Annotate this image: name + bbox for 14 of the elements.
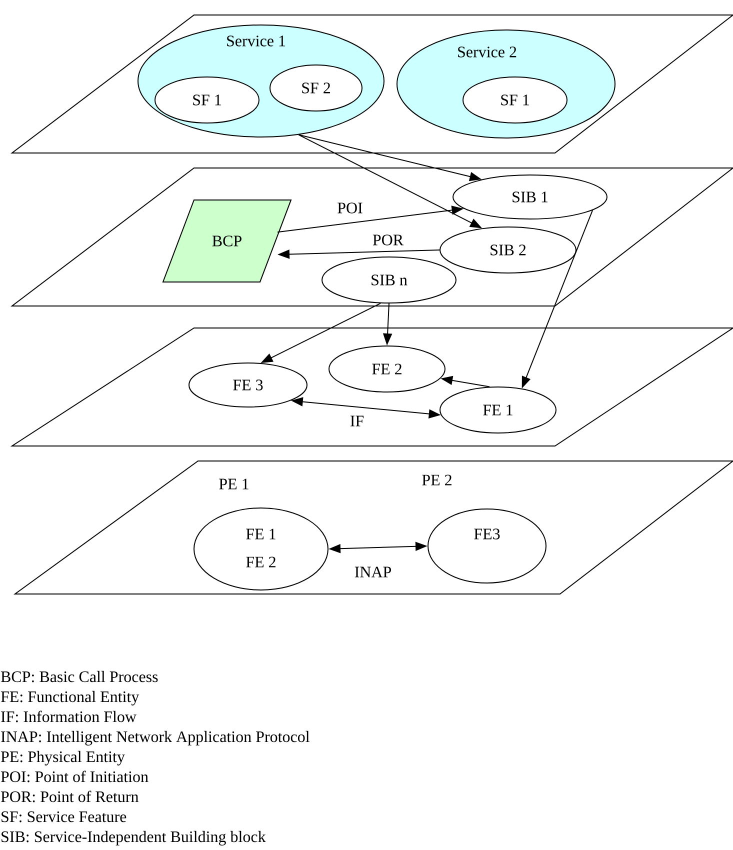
legend-entry: FE: Functional Entity (0, 690, 140, 706)
legend-entry: SIB: Service-Independent Building block (2, 830, 266, 846)
edge-label: POR (371, 234, 405, 246)
edge-label: INAP (353, 566, 393, 578)
entity-caption: PE 1 (219, 478, 248, 490)
legend-entry: INAP: Intelligent Network Application Protocol (1, 730, 310, 746)
legend-entry: PE: Physical Entity (0, 750, 125, 766)
entity-caption: PE 2 (422, 474, 452, 486)
edge-label: POI (336, 202, 364, 214)
legend-entry: POI: Point of Initiation (0, 770, 148, 782)
legend-entry: SF: Service Feature (2, 811, 126, 822)
legend-entry: IF: Information Flow (1, 710, 136, 722)
legend-entry: POR: Point of Return (0, 790, 138, 802)
legend-entry: BCP: Basic Call Process (0, 670, 158, 682)
